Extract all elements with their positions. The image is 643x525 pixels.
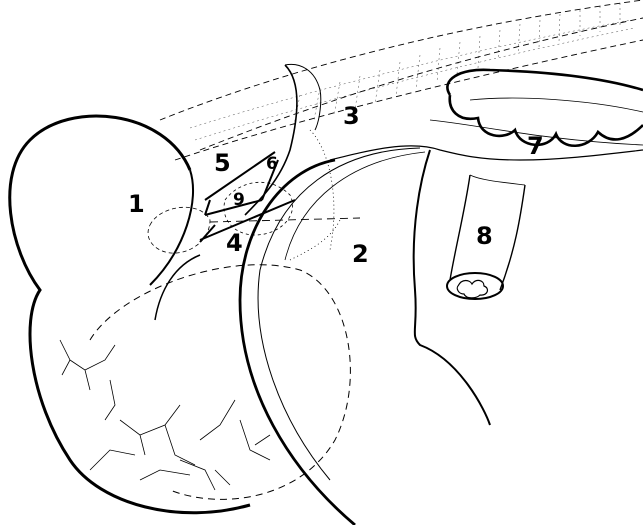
fold-line	[245, 65, 297, 215]
dotted-region	[290, 130, 340, 260]
organ-2-right	[414, 150, 490, 425]
label-2: 2	[352, 240, 369, 268]
fold-line-upper	[285, 64, 321, 130]
sacculated-structure-7-inner	[470, 98, 643, 112]
dashed-organ-outline	[90, 265, 350, 500]
label-7: 7	[527, 132, 544, 160]
tube-8-opening	[447, 273, 503, 299]
tube-8-base	[470, 175, 525, 185]
tubular-structure-outline	[160, 0, 643, 160]
organ-1-edge	[150, 170, 193, 285]
sacculated-structure-7	[447, 70, 643, 146]
label-4: 4	[226, 229, 243, 257]
label-8: 8	[476, 222, 493, 250]
tubular-structure-hatching	[190, 3, 635, 140]
vessel-branches	[60, 340, 270, 490]
label-3: 3	[343, 102, 360, 130]
label-9: 9	[233, 190, 245, 210]
structure-4-line	[200, 200, 295, 242]
dashed-horizontal	[210, 218, 360, 222]
label-5: 5	[214, 149, 231, 177]
label-1: 1	[128, 190, 145, 218]
organ-2-outline	[240, 160, 355, 525]
label-6: 6	[266, 154, 278, 174]
tube-8-lumen	[457, 280, 487, 298]
organ-1-inner-curve	[155, 255, 200, 320]
